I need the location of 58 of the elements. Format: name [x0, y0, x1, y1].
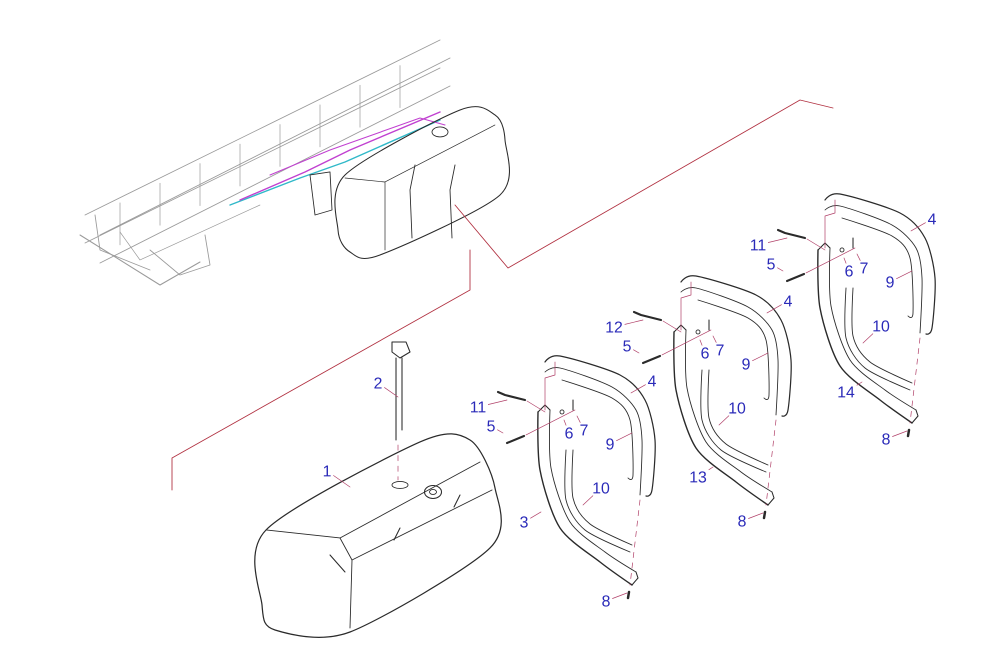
- callout-number: 10: [873, 320, 890, 332]
- callout-number: 5: [623, 340, 631, 352]
- callout-number: 6: [701, 347, 709, 359]
- callout-number: 4: [784, 296, 792, 306]
- leader-line: [777, 267, 784, 272]
- callout-number: 5: [487, 420, 495, 432]
- callout-number: 7: [860, 262, 868, 274]
- callout-number: 9: [886, 276, 894, 288]
- leader-line: [752, 352, 768, 362]
- callout-number: 8: [882, 433, 890, 445]
- leader-line: [616, 432, 632, 442]
- leader-line: [564, 420, 566, 426]
- callout-number: 2: [374, 377, 382, 389]
- leader-line: [708, 466, 714, 470]
- leader-line: [333, 475, 350, 488]
- leader-line: [718, 415, 730, 426]
- leader-line: [530, 512, 542, 519]
- leader-line: [910, 222, 926, 232]
- leader-line: [768, 238, 788, 243]
- leader-line: [630, 384, 646, 394]
- callout-number: 13: [690, 471, 706, 483]
- leader-line: [862, 333, 874, 344]
- callout-number: 4: [928, 214, 936, 224]
- callout-number: 1: [324, 466, 331, 476]
- leader-line: [856, 382, 862, 386]
- callout-number: 3: [520, 516, 528, 528]
- leader-line: [633, 349, 640, 354]
- leader-line: [766, 304, 782, 314]
- callout-number: 5: [767, 258, 775, 270]
- leader-line: [488, 400, 508, 405]
- leader-line: [712, 336, 717, 343]
- leader-line: [582, 495, 594, 506]
- leader-line: [497, 429, 504, 434]
- callout-number: 4: [648, 376, 656, 386]
- leader-line: [892, 430, 908, 437]
- leader-line: [844, 258, 846, 264]
- leader-line: [700, 340, 702, 346]
- callout-number: 11: [751, 240, 766, 250]
- callout-number: 14: [838, 386, 854, 398]
- callout-number: 6: [845, 265, 853, 277]
- callout-number: 7: [716, 344, 724, 356]
- callout-number: 11: [471, 402, 486, 412]
- callout-number: 10: [593, 482, 610, 494]
- callout-number: 8: [602, 595, 610, 607]
- callout-number: 7: [580, 424, 588, 436]
- leader-line: [748, 512, 764, 519]
- leader-line: [576, 416, 581, 423]
- leader-line: [856, 254, 861, 261]
- callout-number: 9: [742, 358, 750, 370]
- callout-number: 12: [606, 321, 622, 333]
- leader-line: [384, 387, 398, 398]
- leader-line: [896, 270, 912, 280]
- callout-number: 9: [606, 438, 614, 450]
- leader-line: [612, 592, 628, 599]
- leader-line: [624, 320, 644, 325]
- callout-number: 8: [738, 515, 746, 527]
- callout-number: 6: [565, 427, 573, 439]
- callout-number: 10: [729, 402, 746, 414]
